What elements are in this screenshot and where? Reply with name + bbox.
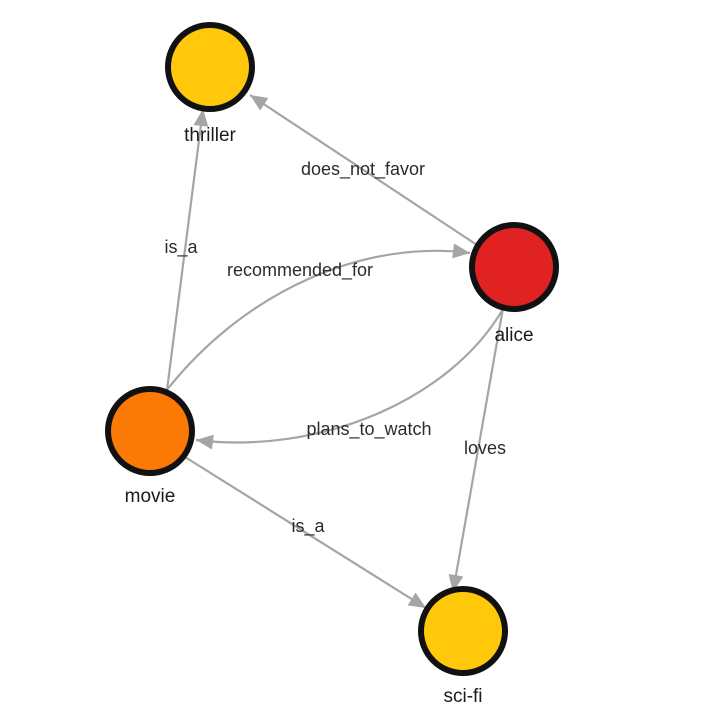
node-thriller[interactable] [165,22,255,112]
arrowhead-icon [452,243,470,259]
edge-alice-to-movie [195,308,504,444]
node-labels-layer: thriller alice movie sci-fi [125,125,534,707]
node-movie[interactable] [105,386,195,476]
edge-alice-to-thriller [249,94,478,246]
edge-movie-to-sci-fi [184,456,427,609]
edge-label-loves: loves [464,438,506,458]
edge-label-is_a: is_a [164,237,198,258]
edge-label-recommended_for: recommended_for [227,260,373,281]
edge-label-is_a: is_a [291,516,325,537]
node-label-sci-fi: sci-fi [443,686,482,707]
arrowhead-icon [196,434,214,450]
arrowhead-icon [407,592,426,608]
node-alice[interactable] [469,222,559,312]
edge-movie-to-thriller [165,108,205,391]
edge-movie-to-alice [165,249,471,392]
edge-alice-to-sci-fi [451,307,505,593]
node-sci-fi[interactable] [418,586,508,676]
node-label-thriller: thriller [184,125,236,146]
node-label-movie: movie [125,486,176,507]
edge-labels-layer: does_not_favor is_a recommended_for plans_t… [164,159,506,537]
arrowhead-icon [250,95,269,111]
edge-label-plans_to_watch: plans_to_watch [306,419,431,440]
nodes-layer [105,22,559,676]
arrowhead-icon [193,109,209,127]
node-label-alice: alice [494,325,533,346]
edge-label-does_not_favor: does_not_favor [301,159,425,180]
